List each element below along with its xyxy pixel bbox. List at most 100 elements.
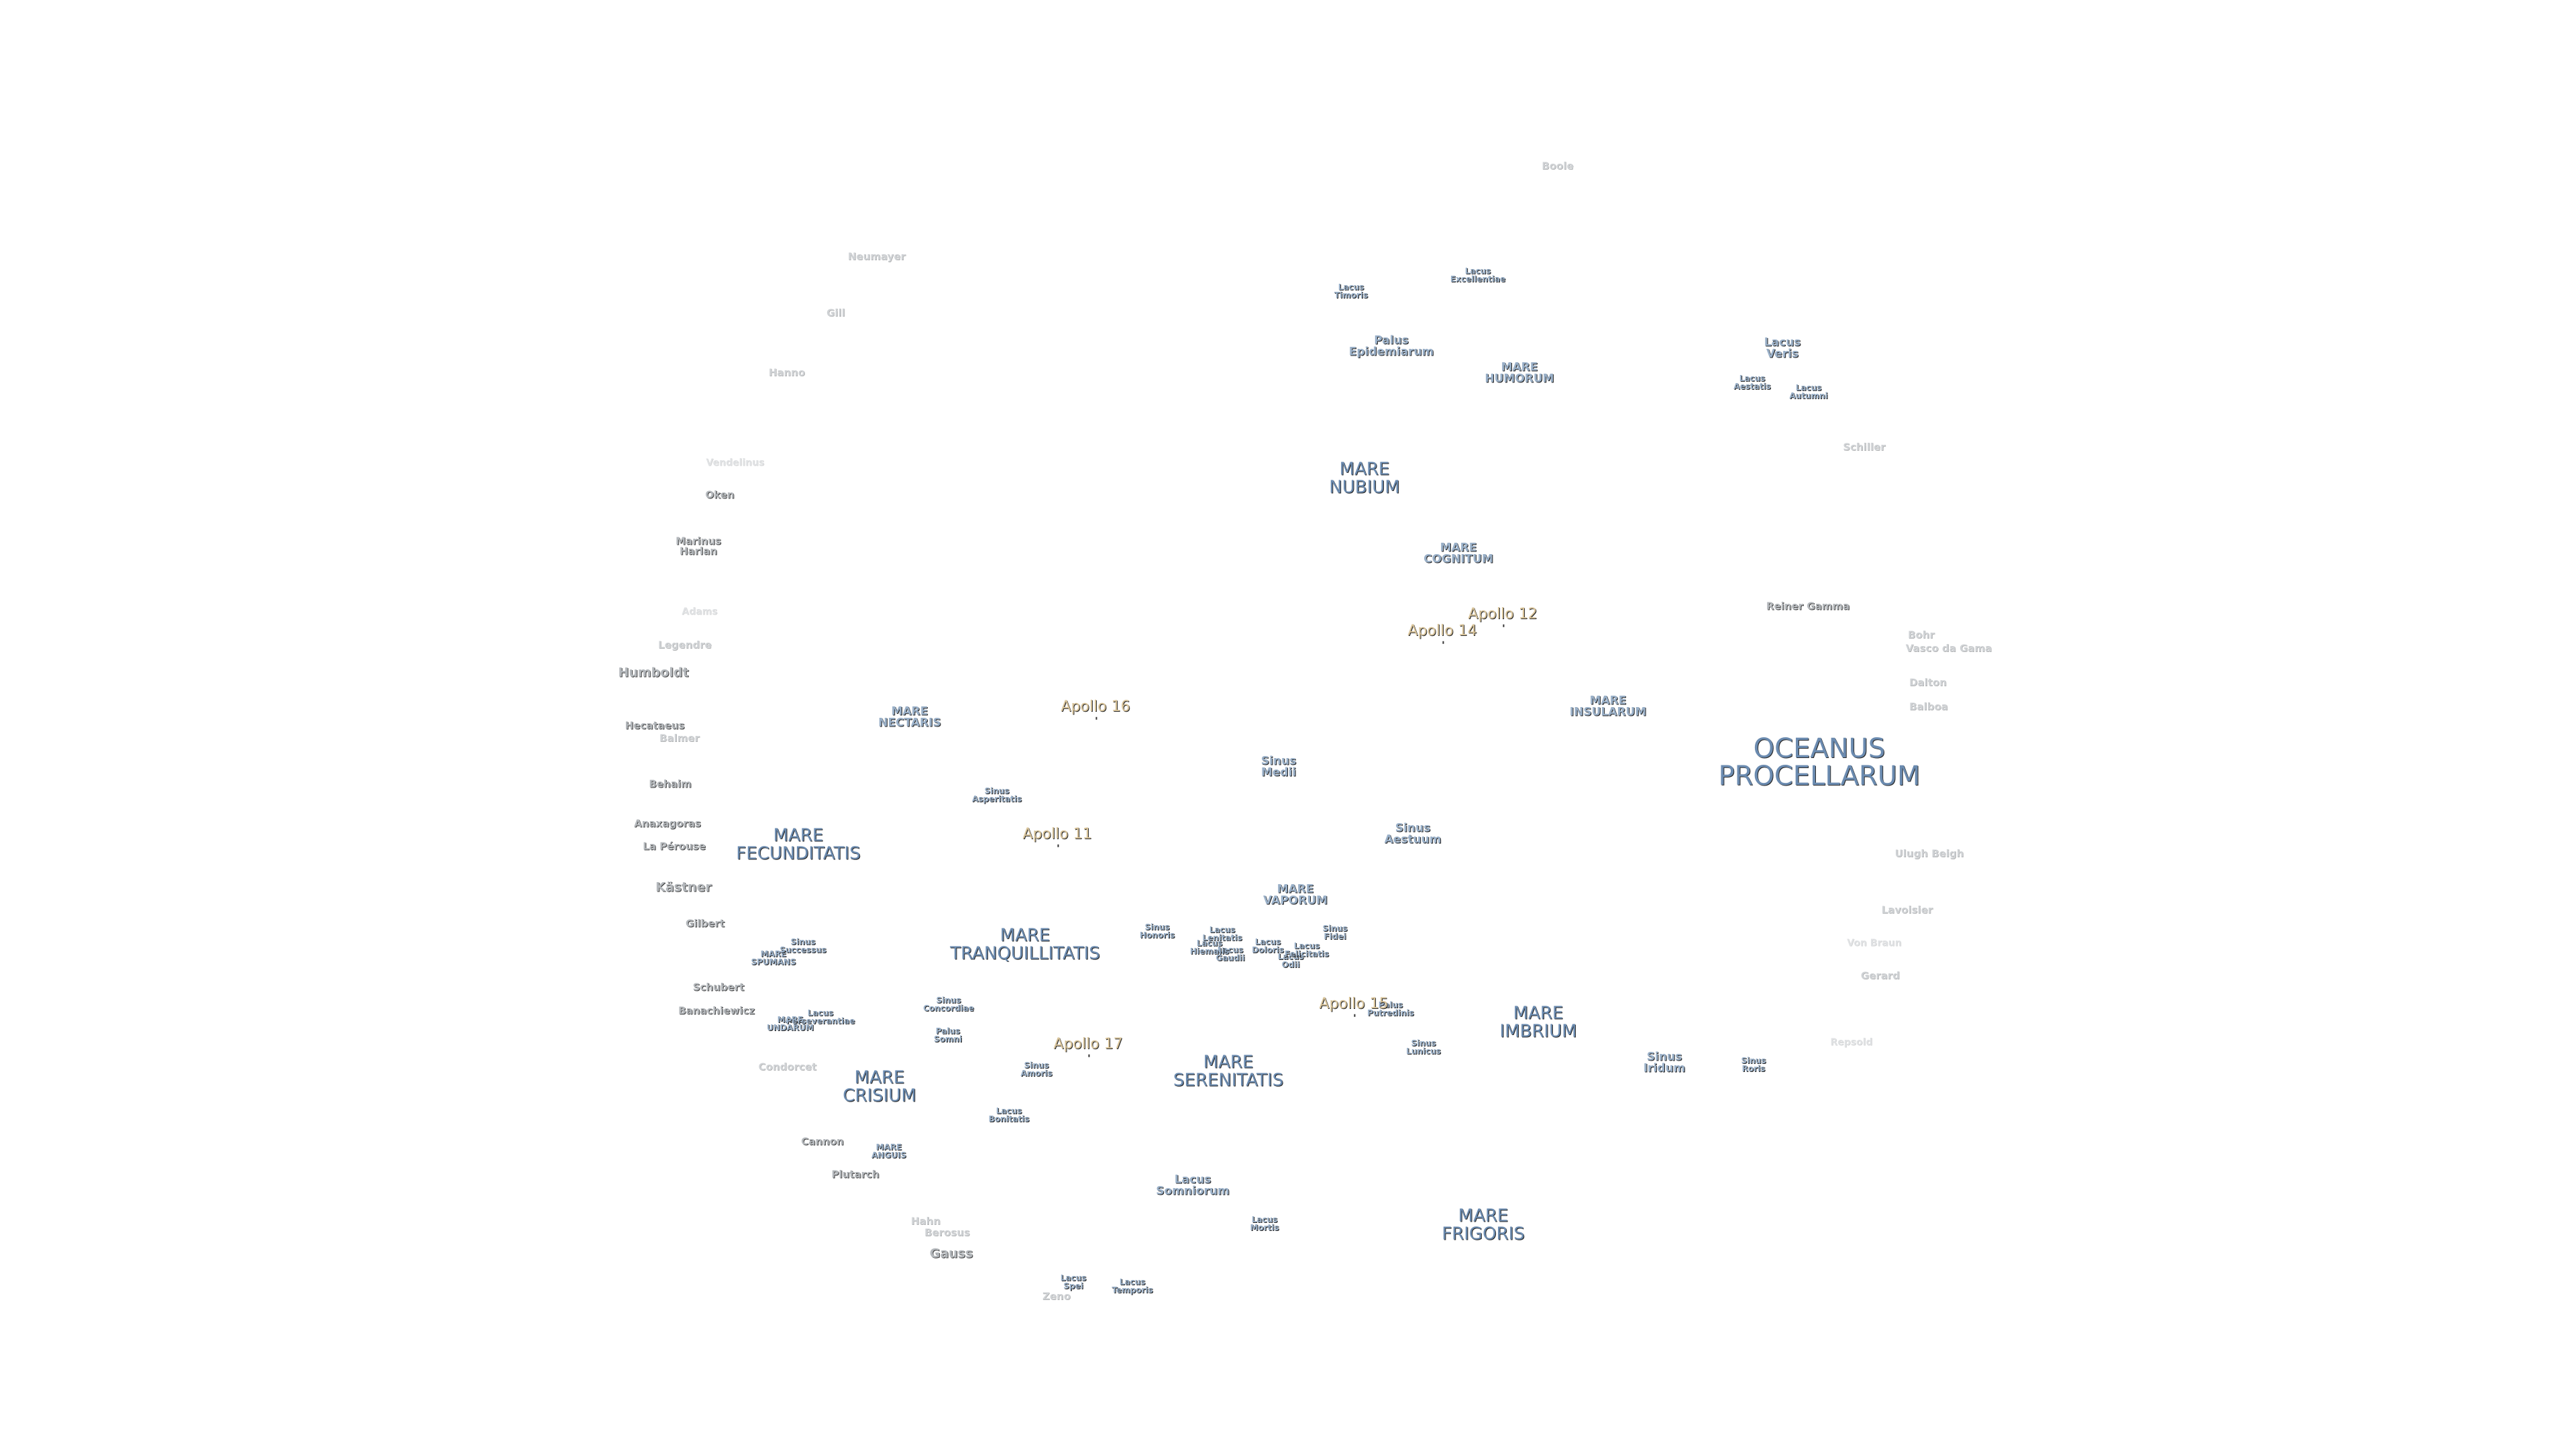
label-condorcet[interactable]: Condorcet xyxy=(758,1061,817,1073)
label-gerard[interactable]: Gerard xyxy=(1860,969,1900,982)
label-boole[interactable]: Boole xyxy=(1542,160,1574,172)
label-hecataeus[interactable]: Hecataeus xyxy=(625,719,685,732)
label-lacus-odii[interactable]: Lacus Odii xyxy=(1278,953,1304,969)
label-mare-humorum[interactable]: MARE HUMORUM xyxy=(1485,362,1554,386)
label-legendre[interactable]: Legendre xyxy=(658,639,712,651)
label-mare-spumans[interactable]: MARE SPUMANS xyxy=(751,950,796,967)
label-lacus-lenitatis[interactable]: Lacus Lenitatis xyxy=(1202,926,1242,943)
label-bohr[interactable]: Bohr xyxy=(1908,629,1935,641)
label-apollo-15[interactable]: Apollo 15 xyxy=(1319,995,1389,1018)
label-sinus-medii[interactable]: Sinus Medii xyxy=(1261,755,1296,780)
label-schiller[interactable]: Schiller xyxy=(1843,441,1886,453)
label-sinus-honoris[interactable]: Sinus Honoris xyxy=(1140,923,1175,940)
label-mare-anguis[interactable]: MARE ANGUIS xyxy=(871,1143,906,1160)
label-repsold[interactable]: Repsold xyxy=(1830,1036,1873,1048)
label-palus-putredinis[interactable]: Palus Putredinis xyxy=(1367,1001,1414,1018)
label-von-braun[interactable]: Von Braun xyxy=(1847,937,1902,949)
label-ulugh-beigh[interactable]: Ulugh Beigh xyxy=(1894,847,1964,860)
label-lacus-excellentiae[interactable]: Lacus Excellentiae xyxy=(1450,267,1505,284)
label-vasco-da-gama[interactable]: Vasco da Gama xyxy=(1905,642,1992,655)
label-mare-insularum[interactable]: MARE INSULARUM xyxy=(1570,695,1646,719)
label-mare-frigoris[interactable]: MARE FRIGORIS xyxy=(1442,1207,1525,1242)
label-line: Lacus xyxy=(807,1008,834,1018)
label-hanno[interactable]: Hanno xyxy=(768,366,806,379)
label-palus-epidemiarum[interactable]: Palus Epidemiarum xyxy=(1349,335,1434,359)
label-gilbert[interactable]: Gilbert xyxy=(685,917,725,930)
label-gill[interactable]: Gill xyxy=(826,307,845,319)
label-line: Asperitatis xyxy=(971,794,1022,804)
label-mare-crisium[interactable]: MARE CRISIUM xyxy=(843,1069,916,1104)
label-plutarch[interactable]: Plutarch xyxy=(831,1168,879,1181)
label-palus-somni[interactable]: Palus Somni xyxy=(934,1027,962,1044)
label-lacus-veris[interactable]: Lacus Veris xyxy=(1764,337,1801,361)
label-mare-nubium[interactable]: MARE NUBIUM xyxy=(1329,460,1399,496)
label-mare-fecunditatis[interactable]: MARE FECUNDITATIS xyxy=(736,826,860,862)
label-line: MARE xyxy=(1203,1052,1254,1073)
label-lacus-temporis[interactable]: Lacus Temporis xyxy=(1112,1278,1152,1295)
label-neumayer[interactable]: Neumayer xyxy=(847,250,906,263)
label-lacus-hiemalis[interactable]: Lacus Hiemalis xyxy=(1190,938,1229,956)
label-sinus-fidei[interactable]: Sinus Fidei xyxy=(1323,924,1348,941)
label-apollo-14[interactable]: Apollo 14 xyxy=(1407,622,1477,645)
label-lacus-felicitatis[interactable]: Lacus Felicitatis xyxy=(1285,942,1329,959)
label-sinus-amoris[interactable]: Sinus Amoris xyxy=(1020,1061,1052,1078)
label-line: Odii xyxy=(1281,960,1300,969)
label-behaim[interactable]: Behaim xyxy=(649,777,692,790)
label-lacus-aestatis[interactable]: Lacus Aestatis xyxy=(1733,374,1770,391)
label-line: Iridum xyxy=(1643,1062,1686,1075)
label-sinus-roris[interactable]: Sinus Roris xyxy=(1741,1057,1766,1073)
label-gauss[interactable]: Gauss xyxy=(929,1246,973,1261)
label-mare-vaporum[interactable]: MARE VAPORUM xyxy=(1263,883,1328,908)
label-berosus[interactable]: Berosus xyxy=(924,1226,970,1239)
label-line: Concordiae xyxy=(923,1004,974,1013)
label-line: Putredinis xyxy=(1367,1008,1414,1018)
label-line: Lacus xyxy=(1196,938,1223,948)
label-lavoisier[interactable]: Lavoisier xyxy=(1881,904,1933,916)
label-mare-serenitatis[interactable]: MARE SERENITATIS xyxy=(1173,1053,1283,1089)
label-lacus-somniorum[interactable]: Lacus Somniorum xyxy=(1156,1174,1229,1198)
label-oceanus-procellarum[interactable]: OCEANUS PROCELLARUM xyxy=(1718,735,1920,790)
label-banachiewicz[interactable]: Banachiewicz xyxy=(678,1004,755,1017)
label-lacus-mortis[interactable]: Lacus Mortis xyxy=(1250,1216,1279,1232)
label-mare-cognitum[interactable]: MARE COGNITUM xyxy=(1424,542,1493,566)
label-mare-imbrium[interactable]: MARE IMBRIUM xyxy=(1499,1004,1576,1040)
label-sinus-concordiae[interactable]: Sinus Concordiae xyxy=(923,996,974,1013)
label-line: Lacus xyxy=(1217,945,1244,955)
label-lacus-timoris[interactable]: Lacus Timoris xyxy=(1334,283,1368,300)
label-mare-tranquillitatis[interactable]: MARE TRANQUILLITATIS xyxy=(950,926,1100,962)
label-reiner-gamma[interactable]: Reiner Gamma xyxy=(1766,600,1850,612)
label-lacus-autumni[interactable]: Lacus Autumni xyxy=(1789,384,1827,400)
label-apollo-11[interactable]: Apollo 11 xyxy=(1022,825,1092,848)
label-apollo-16[interactable]: Apollo 16 xyxy=(1061,698,1130,720)
label-lacus-doloris[interactable]: Lacus Doloris xyxy=(1252,938,1284,955)
label-lacus-gaudii[interactable]: Lacus Gaudii xyxy=(1216,945,1244,963)
label-oken[interactable]: Oken xyxy=(705,488,735,501)
label-sinus-successus[interactable]: Sinus Successus xyxy=(780,938,826,955)
label-sinus-lunicus[interactable]: Sinus Lunicus xyxy=(1406,1039,1441,1056)
label-balmer[interactable]: Balmer xyxy=(659,732,700,745)
label-schubert[interactable]: Schubert xyxy=(692,981,745,994)
label-dalton[interactable]: Dalton xyxy=(1909,676,1947,689)
label-mare-undarum[interactable]: MARE UNDARUM xyxy=(767,1016,814,1032)
label-marinus-harlan[interactable]: Marinus Harlan xyxy=(676,536,721,557)
label-apollo-17[interactable]: Apollo 17 xyxy=(1053,1035,1123,1058)
label-balboa[interactable]: Balboa xyxy=(1909,700,1948,713)
label-apollo-12[interactable]: Apollo 12 xyxy=(1468,605,1538,628)
label-kastner[interactable]: Kästner xyxy=(655,879,712,895)
label-mare-nectaris[interactable]: MARE NECTARIS xyxy=(878,706,941,730)
label-la-perouse[interactable]: La Pérouse xyxy=(643,840,706,853)
label-lacus-bonitatis[interactable]: Lacus Bonitatis xyxy=(989,1107,1030,1124)
label-cannon[interactable]: Cannon xyxy=(801,1135,844,1148)
label-line: SPUMANS xyxy=(751,957,796,967)
label-lacus-perseverantiae[interactable]: Lacus Perseverantiae xyxy=(786,1008,855,1026)
label-sinus-asperitatis[interactable]: Sinus Asperitatis xyxy=(971,787,1022,804)
label-vendelinus[interactable]: Vendelinus xyxy=(706,457,765,468)
label-hahn[interactable]: Hahn xyxy=(910,1215,941,1228)
label-zeno[interactable]: Zeno xyxy=(1042,1290,1071,1303)
label-humboldt[interactable]: Humboldt xyxy=(618,665,689,680)
label-sinus-iridum[interactable]: Sinus Iridum xyxy=(1643,1051,1686,1075)
label-anaxagoras[interactable]: Anaxagoras xyxy=(634,817,701,830)
label-adams[interactable]: Adams xyxy=(682,606,718,617)
label-sinus-aestuum[interactable]: Sinus Aestuum xyxy=(1385,822,1442,847)
label-lacus-spei[interactable]: Lacus Spei xyxy=(1061,1274,1087,1291)
